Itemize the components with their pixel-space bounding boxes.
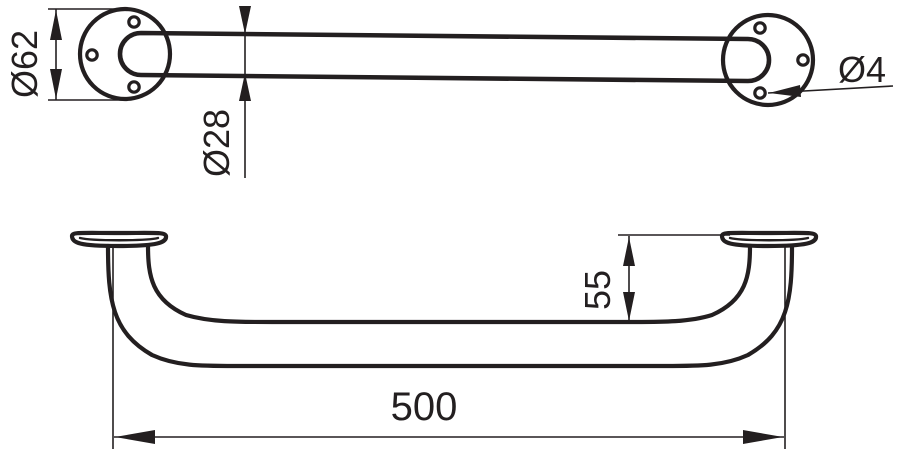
left-flange-plate-side: [69, 230, 169, 249]
left-flange-hole-bottom: [127, 80, 141, 94]
arrow-tube-top: [239, 6, 251, 34]
right-flange-hole-top: [753, 21, 767, 35]
dimension-flange-diameter: Ø62: [4, 8, 128, 101]
dimension-label-overall-length: 500: [391, 385, 458, 429]
left-flange-plate-inner-line: [78, 236, 160, 242]
arrow-length-left: [115, 430, 155, 444]
arrow-length-right: [743, 430, 783, 444]
arrow-standoff-top: [623, 237, 635, 266]
arrow-tube-bottom: [239, 73, 251, 101]
bar-outer-contour-side: [105, 243, 795, 369]
arrow-flange-top: [50, 10, 62, 40]
right-flange-hole-bottom: [753, 86, 767, 100]
arrow-flange-bottom: [50, 69, 62, 99]
right-flange-plate-side: [719, 230, 819, 249]
dimension-label-hole-diameter: Ø4: [838, 49, 886, 90]
dimension-label-flange-diameter: Ø62: [4, 30, 45, 98]
top-view-group: [77, 6, 816, 108]
dimension-wall-standoff: 55: [577, 234, 730, 323]
right-flange-circle: [720, 12, 816, 108]
left-flange-hole-top: [127, 15, 141, 29]
left-flange-hole-left: [85, 48, 99, 62]
bar-inner-contour-side: [145, 243, 753, 325]
right-flange-plate-inner-line: [728, 236, 810, 242]
dimension-tube-diameter: Ø28: [196, 6, 251, 178]
dimension-overall-length: 500: [112, 246, 786, 449]
bar-tube-plan: [117, 30, 772, 84]
side-view-group: [69, 230, 819, 369]
dimension-label-wall-standoff: 55: [577, 270, 618, 310]
dimension-hole-diameter: Ø4: [767, 49, 894, 97]
arrow-standoff-bottom: [623, 292, 635, 321]
dimension-label-tube-diameter: Ø28: [196, 109, 237, 177]
right-flange-hole-right: [796, 53, 810, 67]
arrow-hole-leader: [769, 85, 801, 97]
